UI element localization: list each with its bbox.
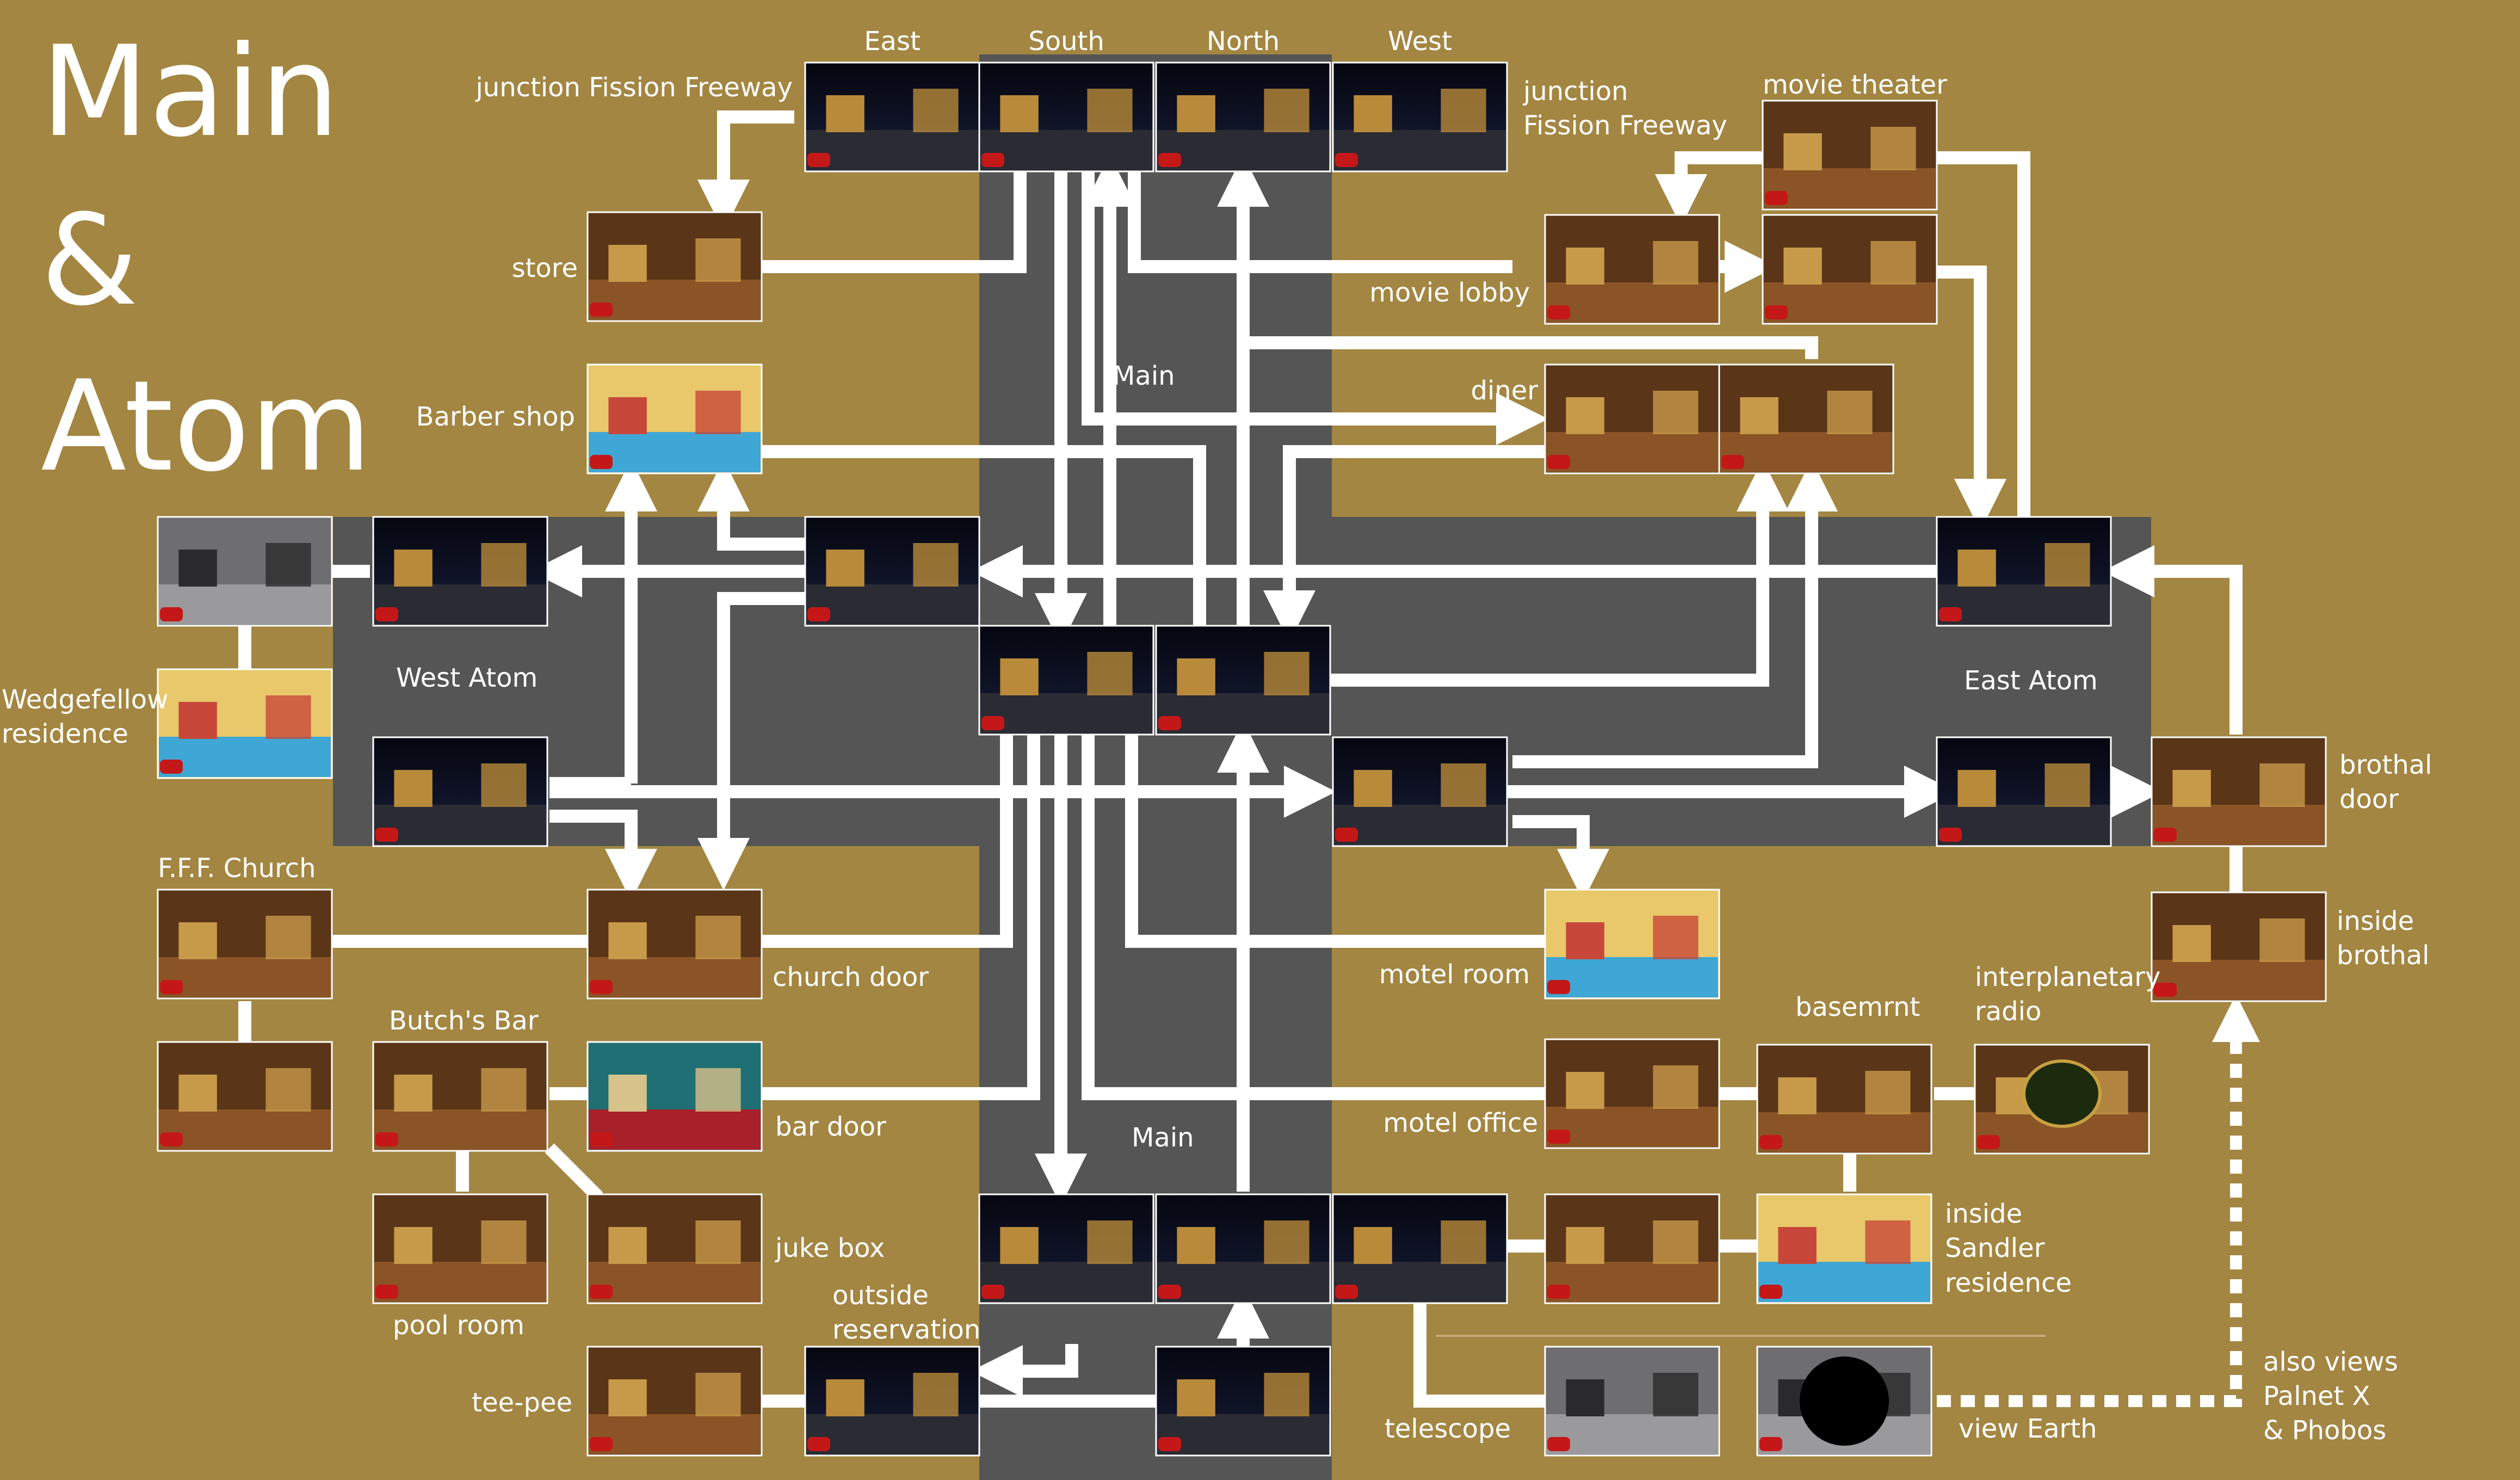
sandler-label-3: residence [1945, 1268, 2072, 1298]
church-door-label: church door [773, 962, 929, 992]
wedgefellow-room-thumb [157, 668, 333, 779]
direction-south-label: South [1028, 26, 1104, 57]
sandler-label-1: inside [1945, 1199, 2023, 1229]
store-thumb [586, 211, 763, 322]
bar-door-thumb [586, 1041, 763, 1152]
center-thumb-2 [1155, 625, 1331, 736]
map-title-atom: Atom [41, 354, 372, 499]
outside-reservation-thumb [804, 1346, 980, 1457]
also-views-label-3: & Phobos [2263, 1415, 2387, 1446]
west-atom-north-thumb [372, 516, 548, 627]
basement-label: basemrnt [1795, 992, 1920, 1022]
south-thumb [978, 61, 1154, 172]
radio-label-1: interplanetary [1975, 962, 2161, 992]
map-title-main: Main [41, 20, 340, 165]
motel-room-thumb [1544, 889, 1720, 1000]
brothal-door-label-2: door [2339, 784, 2399, 815]
diner-thumb-1 [1544, 363, 1720, 474]
outside-reservation-label-1: outside [832, 1280, 929, 1311]
telescope-thumb [1544, 1346, 1720, 1457]
direction-north-label: North [1206, 26, 1280, 57]
wedgefellow-label-2: residence [2, 719, 128, 749]
juke-box-thumb [586, 1193, 763, 1304]
east-atom-label: East Atom [1964, 665, 2098, 696]
map-title-amp: & [41, 188, 139, 334]
also-views-label-1: also views [2263, 1347, 2398, 1377]
view-earth-label: view Earth [1959, 1414, 2097, 1444]
diner-thumb-2 [1718, 363, 1894, 474]
radio-thumb [1974, 1044, 2150, 1155]
view-connector [1937, 994, 2260, 1407]
west-junction-thumb [804, 516, 980, 627]
movie-theater-thumb-1 [1762, 100, 1938, 211]
tee-pee-thumb [586, 1346, 763, 1457]
tee-pee-label: tee-pee [472, 1387, 572, 1418]
junction-east-thumb [804, 61, 980, 172]
south-end-thumb-2 [1155, 1193, 1331, 1304]
bar-door-label: bar door [775, 1112, 886, 1142]
west-atom-south-thumb [372, 736, 548, 847]
viewscreen-circle [1800, 1356, 1889, 1446]
motel-office-label: motel office [1383, 1108, 1538, 1138]
main-bottom-label: Main [1132, 1123, 1194, 1153]
motel-room-label: motel room [1379, 959, 1530, 990]
north-thumb [1155, 61, 1331, 172]
store-label: store [511, 253, 578, 283]
junction-right-label-1: junction [1523, 76, 1628, 107]
outside-reservation-label-2: reservation [832, 1315, 981, 1345]
movie-theater-label: movie theater [1763, 70, 1947, 100]
center-thumb-1 [978, 625, 1154, 736]
scene-thumbnails [157, 61, 2327, 1457]
motel-thumb [1332, 736, 1508, 847]
barber-thumb [586, 363, 763, 474]
butchs-bar-thumb [372, 1041, 548, 1152]
direction-west-label: West [1387, 26, 1452, 57]
movie-theater-thumb-2 [1762, 214, 1938, 325]
pool-room-label: pool room [393, 1310, 524, 1341]
basement-thumb [1756, 1044, 1932, 1155]
barber-label: Barber shop [416, 402, 575, 432]
pool-room-thumb [372, 1193, 548, 1304]
inside-brothal-thumb [2151, 891, 2327, 1002]
direction-east-label: East [864, 26, 921, 57]
west-thumb [1332, 61, 1508, 172]
south-end-thumb-3 [1332, 1193, 1508, 1304]
reservation-road-thumb [1155, 1346, 1331, 1457]
brothal-door-label-1: brothal [2339, 750, 2432, 780]
wedgefellow-label-1: Wedgefellow [2, 684, 169, 715]
main-top-label: Main [1113, 361, 1175, 391]
radio-screen-circle [2022, 1059, 2102, 1128]
wedgefellow-door-thumb [157, 516, 333, 627]
sandler-inside-thumb [1756, 1193, 1932, 1304]
sandler-label-2: Sandler [1945, 1233, 2045, 1263]
also-views-label-2: Palnet X [2263, 1381, 2370, 1411]
brothal-door-thumb [2151, 736, 2327, 847]
butchs-bar-label: Butch's Bar [389, 1006, 539, 1036]
movie-lobby-label: movie lobby [1369, 278, 1530, 308]
church-door-thumb [586, 889, 763, 1000]
west-atom-label: West Atom [396, 663, 538, 693]
inside-brothal-label-1: inside [2337, 906, 2414, 936]
south-end-thumb-1 [978, 1193, 1154, 1304]
radio-label-2: radio [1975, 996, 2042, 1027]
juke-box-label: juke box [775, 1233, 885, 1263]
east-atom-north-thumb [1936, 516, 2112, 627]
sandler-porch-thumb [1544, 1193, 1720, 1304]
diner-label: diner [1471, 375, 1539, 406]
movie-lobby-thumb [1544, 214, 1720, 325]
fff-church-thumb [157, 889, 333, 1000]
junction-right-label-2: Fission Freeway [1523, 110, 1727, 141]
inside-brothal-label-2: brothal [2337, 940, 2430, 971]
fff-church-label: F.F.F. Church [158, 853, 316, 884]
junction-left-label: junction Fission Freeway [475, 72, 793, 103]
telescope-label: telescope [1385, 1414, 1511, 1444]
connectors [238, 110, 2243, 1408]
east-atom-south-thumb [1936, 736, 2112, 847]
motel-office-thumb [1544, 1038, 1720, 1149]
church-inside-thumb [157, 1041, 333, 1152]
